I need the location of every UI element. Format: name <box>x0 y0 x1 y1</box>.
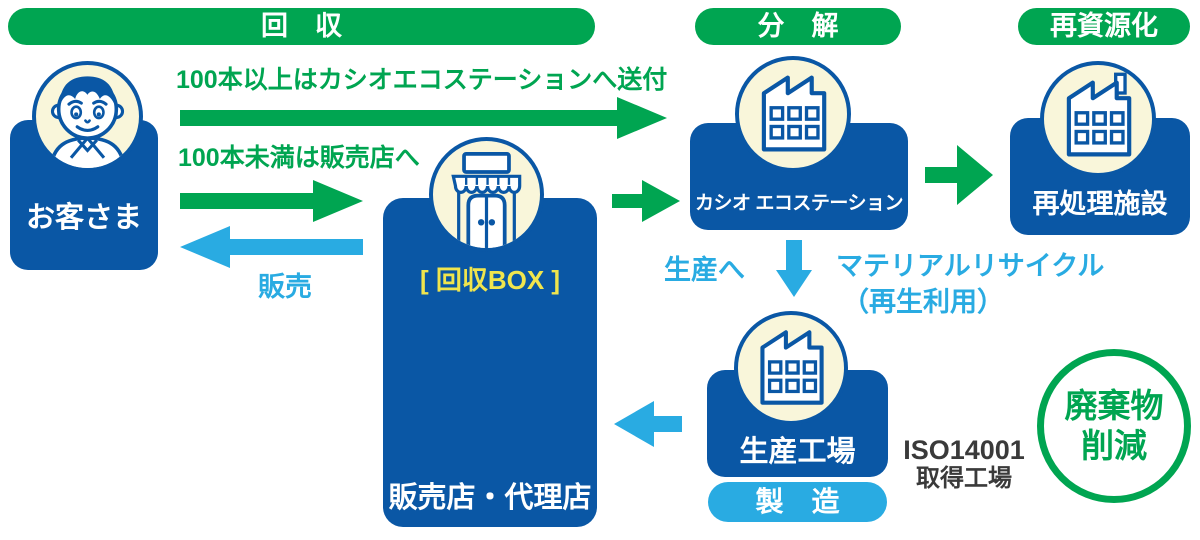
customer-label: お客さま <box>25 202 142 234</box>
store-collection-box-label: [ 回収BOX ] <box>419 265 561 295</box>
storefront-icon <box>429 137 544 252</box>
stage-pill-collection: 回 収 <box>8 8 595 45</box>
stage-collection-label: 回 収 <box>261 11 342 41</box>
stage-pill-re-resourcing: 再資源化 <box>1018 8 1190 45</box>
flow-text-sales: 販売 <box>258 272 312 302</box>
flow-text-material-recycle-line2: （再生利用） <box>842 287 1004 317</box>
waste-line2: 削減 <box>1081 427 1147 464</box>
arrow-store-to-ecostation <box>612 180 680 222</box>
customer-person-icon <box>48 76 127 168</box>
stage-re-resourcing-label: 再資源化 <box>1050 11 1158 41</box>
reprocessing-factory-icon <box>1040 61 1156 177</box>
reprocessing-label: 再処理施設 <box>1032 189 1168 219</box>
store-box <box>383 198 597 527</box>
stage-disassembly-label: 分 解 <box>757 11 839 41</box>
production-factory-icon <box>734 311 848 425</box>
waste-line1: 廃棄物 <box>1064 386 1164 424</box>
production-label: 生産工場 <box>739 436 856 468</box>
waste-reduction-badge: 廃棄物 削減 <box>1037 349 1191 503</box>
arrow-production-to-store <box>614 401 682 447</box>
arrow-under-100 <box>180 180 363 222</box>
stage-pill-manufacturing: 製 造 <box>708 482 887 522</box>
store-label: 販売店・代理店 <box>388 482 592 514</box>
iso-line1: ISO14001 <box>903 435 1025 465</box>
flow-text-over-100: 100本以上はカシオエコステーションへ送付 <box>176 66 668 94</box>
eco-station-factory-icon <box>735 56 851 172</box>
arrow-sales <box>180 226 363 268</box>
flow-text-material-recycle-line1: マテリアルリサイクル <box>836 251 1105 281</box>
factory-icon <box>760 330 824 405</box>
eco-station-label: カシオ エコステーション <box>695 193 903 214</box>
arrow-to-production <box>776 240 812 297</box>
iso-line2: 取得工場 <box>916 465 1012 492</box>
stage-manufacturing-label: 製 造 <box>755 486 840 517</box>
factory-icon <box>761 75 827 152</box>
arrow-ship-over-100 <box>180 97 667 139</box>
customer-icon <box>32 61 143 172</box>
flow-text-to-production: 生産へ <box>664 255 745 285</box>
factory-chimney-icon <box>1066 72 1132 157</box>
iso-note: ISO14001 取得工場 <box>893 437 1035 491</box>
storefront-shop-icon <box>451 151 522 248</box>
arrow-ecostation-to-reprocessing <box>925 145 993 205</box>
flow-text-under-100: 100本未満は販売店へ <box>178 144 420 172</box>
stage-pill-disassembly: 分 解 <box>695 8 901 45</box>
